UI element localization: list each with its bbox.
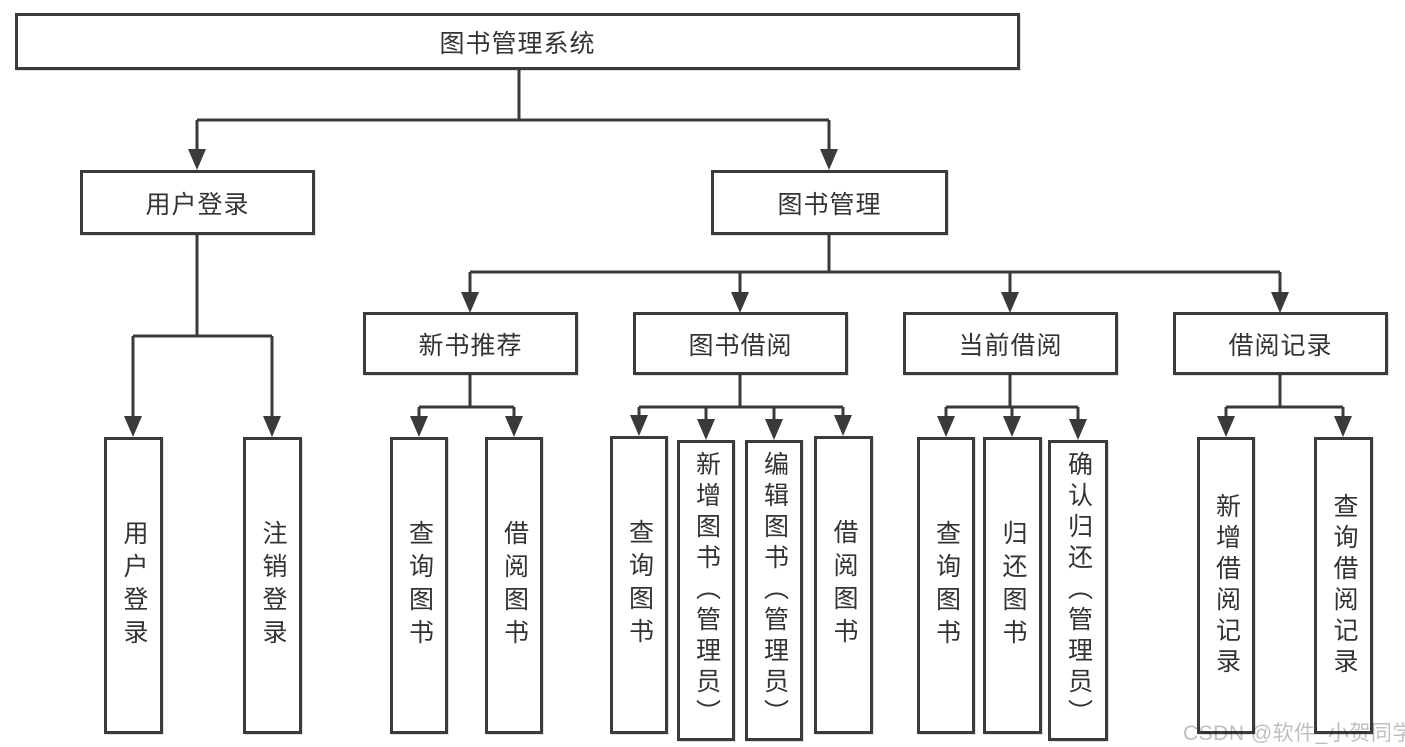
node-user-login-label: 用户登录 [145, 190, 250, 219]
leaf-query-borrow-record-label: 查询借阅记录 [1330, 492, 1358, 679]
leaf-add-book-admin-label: 新增图书（管理员） [692, 451, 721, 730]
node-book-borrowing-label: 图书借阅 [688, 331, 793, 360]
arrow-down-icon [937, 416, 955, 437]
arrow-down-icon [630, 415, 648, 436]
leaf-add-borrow-record-label: 新增借阅记录 [1212, 492, 1241, 679]
arrow-down-icon [1217, 416, 1235, 437]
arrow-down-icon [1334, 416, 1352, 437]
leaf-borrow-book-2: 借阅图书 [814, 436, 873, 734]
node-current-borrowing: 当前借阅 [903, 312, 1118, 375]
leaf-borrow-book-1-label: 借阅图书 [500, 519, 529, 652]
arrowheads-group [124, 149, 1352, 440]
arrow-down-icon [765, 419, 783, 440]
leaf-edit-book-admin-label: 编辑图书（管理员） [760, 451, 789, 730]
leaf-borrow-book-1: 借阅图书 [485, 437, 543, 734]
arrow-down-icon [124, 416, 142, 437]
csdn-watermark: CSDN @软件_小贺同学 [1183, 722, 1405, 745]
arrow-down-icon [263, 416, 281, 437]
leaf-user-login: 用户登录 [104, 437, 163, 734]
node-current-borrowing-label: 当前借阅 [958, 331, 1063, 360]
arrow-down-icon [1001, 292, 1019, 313]
node-user-login: 用户登录 [80, 170, 315, 235]
leaf-query-book-3-label: 查询图书 [932, 519, 961, 652]
leaf-return-book-label: 归还图书 [999, 519, 1027, 652]
leaf-return-book: 归还图书 [983, 437, 1042, 734]
leaf-query-book-1: 查询图书 [390, 437, 448, 734]
arrow-down-icon [1069, 419, 1087, 440]
leaf-confirm-return-admin-label: 确认归还（管理员） [1064, 451, 1093, 730]
leaf-query-book-1-label: 查询图书 [405, 519, 434, 652]
leaf-logout-label: 注销登录 [259, 519, 287, 652]
node-new-book-recommend: 新书推荐 [363, 312, 578, 375]
leaf-add-book-admin: 新增图书（管理员） [677, 440, 735, 741]
leaf-add-borrow-record: 新增借阅记录 [1197, 437, 1255, 734]
leaf-edit-book-admin: 编辑图书（管理员） [745, 440, 803, 741]
node-new-book-recommend-label: 新书推荐 [418, 331, 523, 360]
arrow-down-icon [1271, 292, 1289, 313]
node-borrowing-records: 借阅记录 [1173, 312, 1388, 375]
leaf-borrow-book-2-label: 借阅图书 [830, 519, 858, 651]
arrow-down-icon [410, 416, 428, 437]
node-book-borrowing: 图书借阅 [633, 312, 848, 375]
arrow-down-icon [461, 292, 479, 313]
leaf-query-book-3: 查询图书 [917, 437, 975, 734]
node-root: 图书管理系统 [15, 13, 1020, 70]
leaf-confirm-return-admin: 确认归还（管理员） [1048, 440, 1108, 741]
leaf-query-book-2: 查询图书 [610, 436, 668, 734]
node-book-management-label: 图书管理 [777, 190, 882, 219]
leaf-logout: 注销登录 [243, 437, 302, 734]
arrow-down-icon [834, 415, 852, 436]
leaf-query-book-2-label: 查询图书 [625, 519, 654, 651]
node-book-management: 图书管理 [711, 170, 948, 235]
node-root-label: 图书管理系统 [439, 29, 596, 58]
arrow-down-icon [820, 149, 838, 170]
arrow-down-icon [731, 292, 749, 313]
tree-edge-lines [131, 68, 1345, 422]
arrow-down-icon [188, 149, 206, 170]
leaf-user-login-label: 用户登录 [120, 519, 148, 652]
arrow-down-icon [697, 419, 715, 440]
arrow-down-icon [505, 416, 523, 437]
leaf-query-borrow-record: 查询借阅记录 [1314, 437, 1373, 734]
arrow-down-icon [1003, 416, 1021, 437]
node-borrowing-records-label: 借阅记录 [1228, 331, 1333, 360]
